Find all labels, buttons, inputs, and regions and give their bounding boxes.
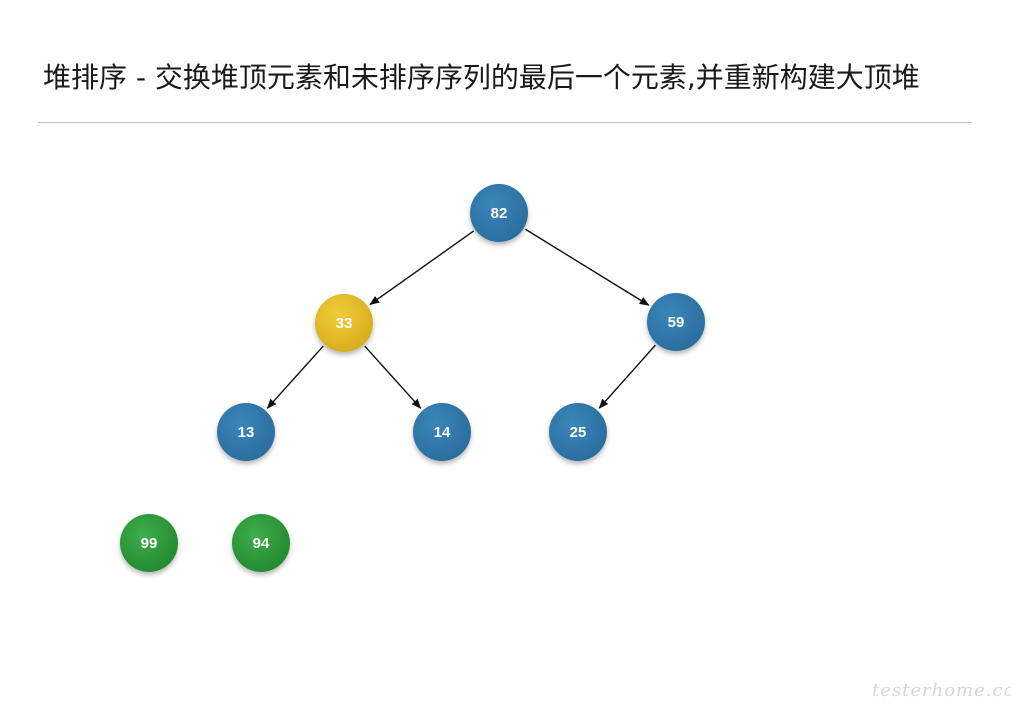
node-circle — [315, 294, 373, 352]
heap-node-82: 82 — [470, 184, 528, 242]
edge-n59-n25 — [598, 344, 656, 409]
node-circle — [120, 514, 178, 572]
slide-title: 堆排序 - 交换堆顶元素和未排序序列的最后一个元素,并重新构建大顶堆 — [43, 61, 920, 94]
node-label: 13 — [238, 424, 255, 441]
heap-node-25: 25 — [549, 403, 607, 461]
heap-node-14: 14 — [413, 403, 471, 461]
node-circle — [413, 403, 471, 461]
edge-n33-n13 — [266, 345, 324, 409]
edge-n33-n14 — [364, 345, 422, 409]
node-circle — [232, 514, 290, 572]
heap-node-59: 59 — [647, 293, 705, 351]
node-label: 82 — [491, 205, 508, 222]
node-label: 14 — [434, 424, 451, 441]
heap-node-33: 33 — [315, 294, 373, 352]
heap-node-99: 99 — [120, 514, 178, 572]
edges-layer — [266, 228, 656, 409]
node-label: 33 — [336, 315, 353, 332]
node-circle — [549, 403, 607, 461]
node-circle — [647, 293, 705, 351]
nodes-layer: 82 33 59 13 14 25 99 94 — [120, 184, 705, 572]
node-label: 94 — [253, 535, 270, 552]
edge-n82-n59 — [525, 228, 650, 306]
node-circle — [217, 403, 275, 461]
node-label: 25 — [570, 424, 587, 441]
heap-node-13: 13 — [217, 403, 275, 461]
watermark: testerhome.com — [872, 680, 1011, 701]
node-circle — [470, 184, 528, 242]
title-divider — [38, 122, 972, 123]
heap-node-94: 94 — [232, 514, 290, 572]
edge-n82-n33 — [369, 230, 475, 306]
node-label: 59 — [668, 314, 685, 331]
node-label: 99 — [141, 535, 158, 552]
